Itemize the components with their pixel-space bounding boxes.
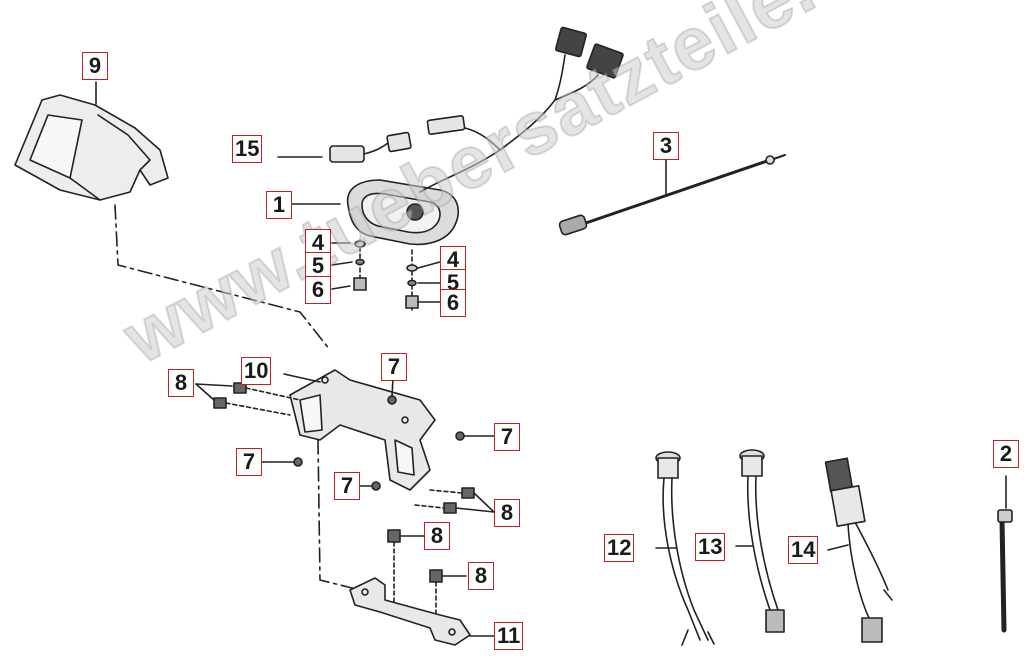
screw-set-top-left xyxy=(213,382,301,416)
callout-8: 8 xyxy=(168,369,194,397)
callout-7: 7 xyxy=(381,353,407,381)
speedometer-cable-part xyxy=(558,154,786,236)
screw-7-right xyxy=(455,431,465,441)
leader-line xyxy=(391,377,394,397)
screw-7-top xyxy=(387,395,397,405)
callout-14: 14 xyxy=(788,536,819,564)
leader-line xyxy=(195,383,215,401)
fastener-stack-right xyxy=(405,249,419,313)
callout-7: 7 xyxy=(334,472,360,500)
callout-7: 7 xyxy=(494,423,520,451)
leader-line xyxy=(417,261,441,269)
dashboard-part xyxy=(346,26,624,246)
screw-7-left xyxy=(293,457,303,467)
callout-6: 6 xyxy=(305,276,331,304)
screw-8-b xyxy=(429,569,443,583)
callout-2: 2 xyxy=(993,440,1019,468)
callout-11: 11 xyxy=(494,622,524,650)
callout-5: 5 xyxy=(305,252,331,280)
instrument-cover-part xyxy=(14,94,169,201)
callout-12: 12 xyxy=(604,534,635,562)
assembly-dashed-line xyxy=(317,439,361,591)
indicator-lamp-12 xyxy=(655,451,715,646)
mounting-bracket-part xyxy=(289,369,436,491)
assembly-dashed-line xyxy=(114,204,331,351)
callout-15: 15 xyxy=(232,135,263,163)
leader-line xyxy=(455,507,495,513)
lower-bracket-part xyxy=(349,577,471,646)
callout-3: 3 xyxy=(653,132,679,160)
cable-tie-part xyxy=(997,509,1013,633)
callout-8: 8 xyxy=(494,499,520,527)
switch-part xyxy=(824,457,893,643)
leader-line xyxy=(283,373,321,383)
indicator-lamp-13 xyxy=(739,449,785,633)
fastener-stack-left xyxy=(353,239,367,291)
screw-7-lower xyxy=(371,481,381,491)
leader-line xyxy=(331,285,351,290)
callout-7: 7 xyxy=(236,448,262,476)
leader-line xyxy=(827,544,849,551)
callout-10: 10 xyxy=(241,357,272,385)
leader-line xyxy=(331,261,353,266)
screw-8-a xyxy=(387,529,401,543)
callout-8: 8 xyxy=(468,562,494,590)
callout-9: 9 xyxy=(82,52,108,80)
leader-line xyxy=(473,492,495,513)
callout-8: 8 xyxy=(424,522,450,550)
sensor-part xyxy=(329,131,412,163)
callout-6: 6 xyxy=(440,289,466,317)
callout-13: 13 xyxy=(695,533,726,561)
leader-line xyxy=(195,383,233,387)
callout-1: 1 xyxy=(266,191,292,219)
